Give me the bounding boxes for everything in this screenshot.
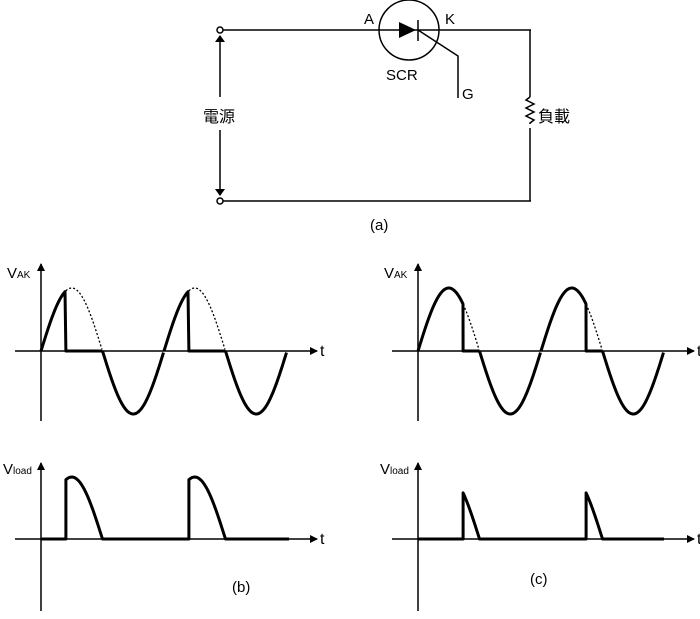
- caption-c: (c): [530, 571, 548, 588]
- vload-label: V: [3, 461, 13, 478]
- source-label: 電源: [203, 108, 235, 126]
- source-terminal-bottom: [216, 197, 224, 205]
- caption-a: (a): [370, 217, 388, 234]
- vload-t-label: t: [320, 531, 325, 548]
- cathode-label: K: [445, 11, 455, 28]
- caption-b: (b): [232, 579, 250, 596]
- vak-blocked-dashed: [462, 303, 603, 350]
- vak-label-subscript: AK: [394, 270, 408, 281]
- source-terminal-top: [216, 26, 224, 34]
- vak-label: V: [7, 265, 17, 282]
- vak-t-label: t: [697, 343, 700, 360]
- vak-label-subscript: AK: [17, 270, 31, 281]
- scr-diode-triangle: [399, 22, 416, 38]
- vak-label: V: [384, 265, 394, 282]
- vak-waveform: [416, 286, 665, 416]
- vak-t-label: t: [320, 343, 325, 360]
- anode-label: A: [364, 11, 374, 28]
- vload-label: V: [380, 461, 390, 478]
- load-label: 負載: [538, 108, 570, 126]
- vak-waveform: [39, 290, 288, 416]
- vload-waveform: [41, 475, 289, 541]
- vak-blocked-dashed: [65, 287, 226, 350]
- vload-t-label: t: [697, 531, 700, 548]
- load-resistor: [524, 96, 536, 124]
- circuit: [215, 0, 536, 205]
- vload-label-subscript: load: [13, 466, 32, 477]
- gate-label: G: [462, 86, 474, 103]
- vload-waveform: [418, 491, 664, 541]
- gate-lead: [417, 29, 459, 98]
- vload-label-subscript: load: [390, 466, 409, 477]
- device-label: SCR: [386, 67, 418, 84]
- scr-symbol-circle: [378, 0, 440, 61]
